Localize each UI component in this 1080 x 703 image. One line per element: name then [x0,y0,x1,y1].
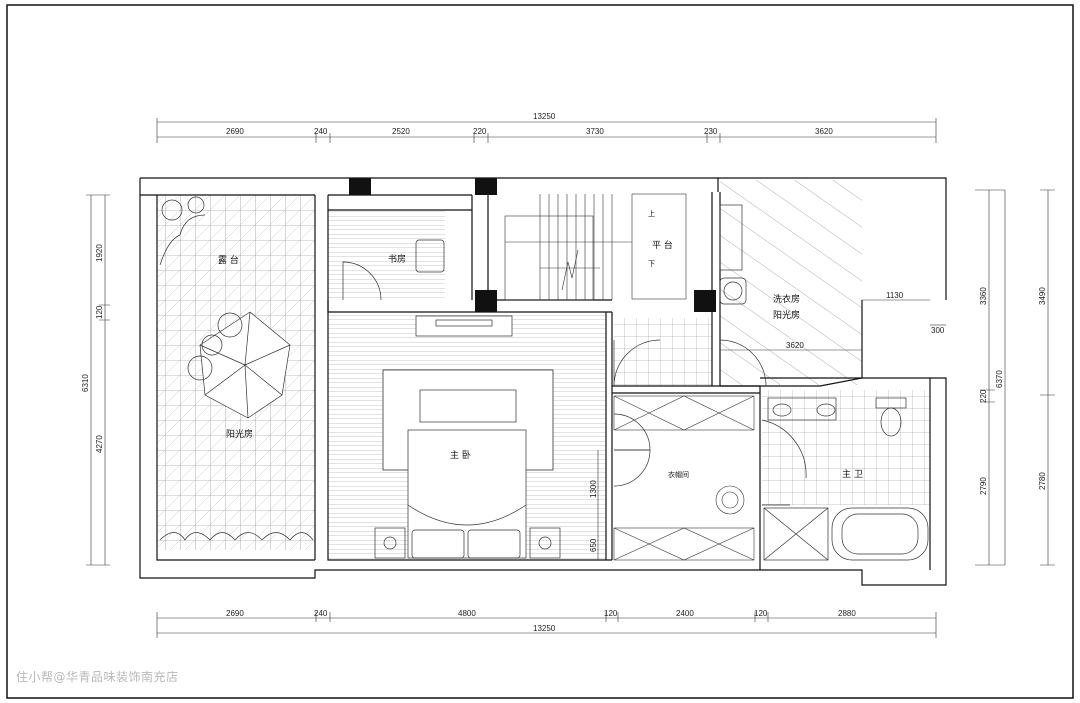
dim-right-2: 220 [979,389,988,403]
dim-inner-1300: 1300 [589,480,598,498]
label-platform: 平 台 [652,239,673,251]
dim-right-3: 2790 [979,477,988,495]
label-master-bath: 主 卫 [842,468,863,480]
dim-right-1: 3360 [979,287,988,305]
dim-bottom-1: 2690 [226,609,244,618]
dim-bottom-7: 2880 [838,609,856,618]
dim-top-total: 13250 [533,112,556,121]
label-up: 上 [648,209,655,218]
dim-left-3: 4270 [95,435,104,453]
dim-inner-3620: 3620 [786,341,804,350]
dim-bottom-3: 4800 [458,609,476,618]
bath-fixtures [763,397,929,561]
label-sunroom-right: 阳光房 [773,309,800,321]
label-terrace: 露 台 [218,254,239,266]
corridor-floor [614,318,712,386]
dim-bottom-4: 120 [604,609,618,618]
label-laundry: 洗衣房 [773,293,800,305]
label-sunroom-left: 阳光房 [226,428,253,440]
dim-inner-650: 650 [589,538,598,552]
laundry-floor [720,180,862,385]
dim-inner-300: 300 [931,326,945,335]
laundry-fixtures [719,204,747,305]
dim-bottom-total: 13250 [533,624,556,633]
dim-left-2: 120 [95,305,104,319]
bed-furniture [374,239,561,559]
dim-bottom-6: 120 [754,609,768,618]
label-down: 下 [648,260,655,268]
dim-right-far-1: 3490 [1038,287,1047,305]
dim-right-far-2: 2780 [1038,472,1047,490]
watermark: 住小帮@华青品味装饰南充店 [16,670,179,684]
wardrobes [613,395,755,561]
walls [139,177,947,586]
dimension-lines [86,118,1055,638]
dim-bottom-2: 240 [314,609,328,618]
dim-top-1: 2690 [226,127,244,136]
columns [349,178,716,312]
bath-floor [762,390,930,505]
doors [342,261,807,506]
staircase [504,193,687,301]
study-floor [328,210,445,298]
dim-top-2: 240 [314,127,328,136]
label-closet: 衣帽间 [668,470,689,479]
dim-top-4: 220 [473,127,487,136]
dim-right-total: 6370 [995,370,1004,388]
label-study: 书房 [388,253,406,265]
dim-inner-1130: 1130 [886,291,904,300]
dim-bottom-5: 2400 [676,609,694,618]
sheet-border [6,4,1074,699]
dim-left-outer: 6310 [81,374,90,392]
dim-top-7: 3620 [815,127,833,136]
dim-top-5: 3730 [586,127,604,136]
dim-top-3: 2520 [392,127,410,136]
label-master-bedroom: 主 卧 [450,449,471,461]
dim-top-6: 230 [704,127,718,136]
dim-left-1: 1920 [95,244,104,262]
terrace-furniture [159,196,314,541]
